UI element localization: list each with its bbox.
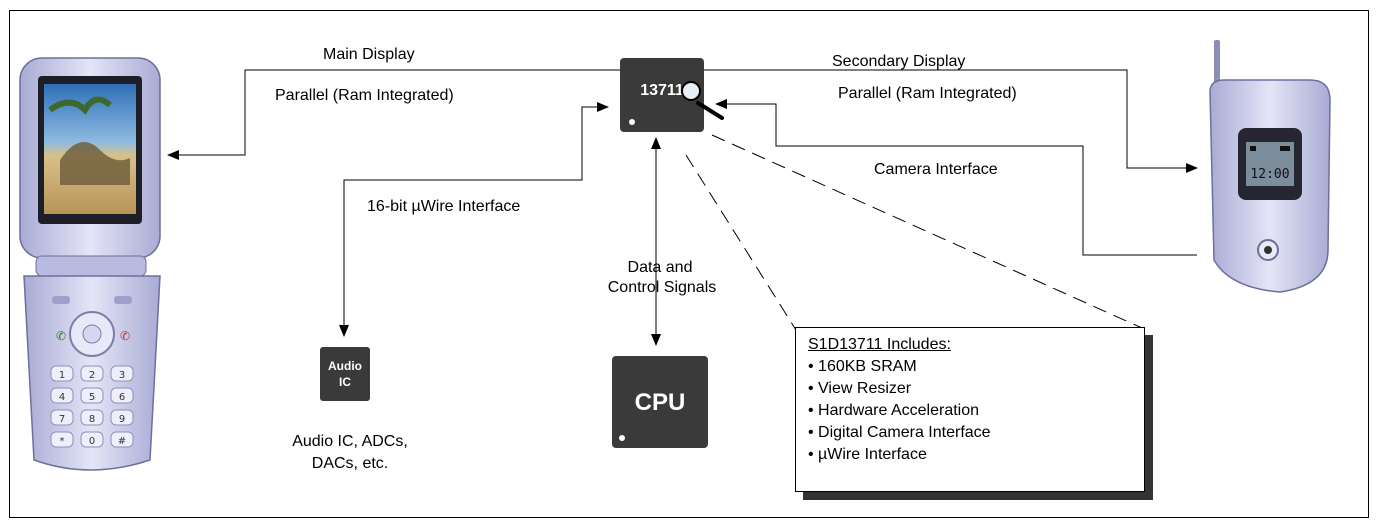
cpu-label: CPU: [635, 389, 686, 416]
secondary-display-line: [704, 69, 1198, 173]
secondary-parallel-label: Parallel (Ram Integrated): [838, 85, 1017, 102]
keypad-key-label: 9: [119, 414, 125, 425]
uwire-line: [339, 102, 609, 337]
keypad-key: [110, 365, 134, 382]
keypad-key: [110, 387, 134, 404]
keypad-key: [80, 365, 104, 382]
diagram-frame: [9, 10, 1369, 518]
audio-desc-label-2: DACs, etc.: [312, 455, 388, 472]
keypad-key-label: 4: [59, 392, 65, 403]
keypad-key: [110, 409, 134, 426]
data-control-label-1: Data and: [628, 259, 693, 276]
keypad-key: [50, 431, 74, 448]
includes-list: 160KB SRAM View Resizer Hardware Acceler…: [808, 356, 1144, 466]
keypad-key: [50, 409, 74, 426]
keypad-key-label: #: [118, 436, 126, 447]
keypad-key: [80, 409, 104, 426]
secondary-clock: 12:00: [1250, 167, 1289, 182]
keypad-key-label: 5: [89, 392, 95, 403]
main-phone-keypad: 1 2 3 4 5 6 7 8 9 * 0 #: [50, 365, 134, 448]
magnifier-icon: [681, 81, 724, 120]
chip-label: 13711: [640, 82, 684, 99]
main-display-label: Main Display: [323, 46, 415, 63]
call-icon: ✆: [56, 329, 66, 343]
secondary-phone: 12:00: [1209, 40, 1331, 293]
camera-interface-label: Camera Interface: [874, 161, 998, 178]
keypad-key-label: 3: [119, 370, 125, 381]
zoom-line-left: [685, 154, 797, 331]
keypad-key-label: 0: [89, 436, 95, 447]
main-display-line: [167, 69, 620, 160]
main-phone: ✆ ✆ 1 2 3 4 5 6 7 8 9 * 0 #: [19, 57, 161, 471]
s1d13711-chip: 13711: [620, 58, 704, 132]
audio-chip-label-2: IC: [339, 375, 351, 389]
keypad-key-label: 8: [89, 414, 95, 425]
keypad-key: [110, 431, 134, 448]
keypad-key: [80, 387, 104, 404]
keypad-key-label: 2: [89, 370, 95, 381]
keypad-key-label: 7: [59, 414, 65, 425]
keypad-key-label: *: [60, 436, 65, 447]
zoom-line-right: [711, 134, 1143, 329]
keypad-key: [50, 365, 74, 382]
cpu-chip: CPU: [612, 356, 708, 448]
data-control-label-2: Control Signals: [608, 279, 717, 296]
keypad-key: [50, 387, 74, 404]
keypad-key-label: 1: [59, 370, 65, 381]
end-call-icon: ✆: [120, 329, 130, 343]
keypad-key: [80, 431, 104, 448]
audio-ic-chip: Audio IC: [320, 347, 370, 401]
includes-item: Hardware Acceleration: [808, 400, 1144, 422]
includes-title: S1D13711 Includes:: [808, 336, 951, 353]
includes-item: 160KB SRAM: [808, 356, 1144, 378]
camera-interface-line: [715, 99, 1197, 256]
includes-item: µWire Interface: [808, 444, 1144, 466]
audio-chip-label-1: Audio: [328, 359, 362, 373]
keypad-key-label: 6: [119, 392, 125, 403]
includes-item: View Resizer: [808, 378, 1144, 400]
includes-callout: S1D13711 Includes: 160KB SRAM View Resiz…: [795, 327, 1145, 492]
uwire-interface-label: 16-bit µWire Interface: [367, 198, 520, 215]
secondary-display-label: Secondary Display: [832, 53, 965, 70]
includes-item: Digital Camera Interface: [808, 422, 1144, 444]
audio-desc-label-1: Audio IC, ADCs,: [292, 433, 408, 450]
main-parallel-label: Parallel (Ram Integrated): [275, 87, 454, 104]
